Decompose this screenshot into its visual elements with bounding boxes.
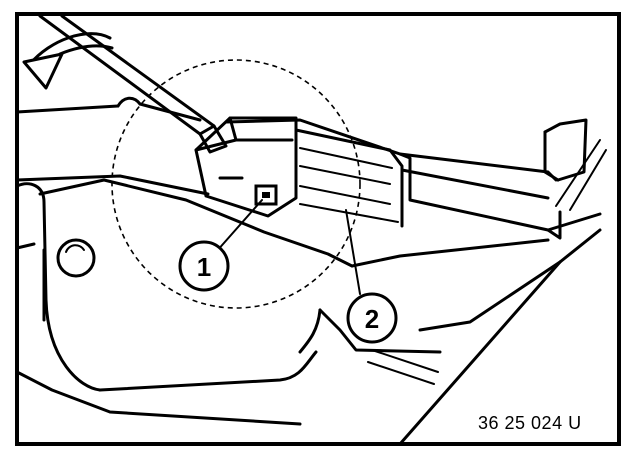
callout-2: 2 — [346, 292, 398, 344]
catch-square — [254, 184, 278, 206]
callout-2-leader — [345, 209, 361, 295]
lower-body — [15, 178, 602, 446]
figure-reference-code: 36 25 024 U — [478, 413, 582, 433]
upper-rail — [15, 96, 558, 196]
callout-1-label: 1 — [197, 252, 211, 282]
frame-border — [15, 12, 621, 446]
right-panel — [398, 118, 607, 240]
bolt-hole — [56, 238, 96, 278]
callout-2-label: 2 — [365, 304, 379, 334]
callout-1-leader — [215, 199, 263, 253]
screwdriver-tool — [38, 14, 228, 154]
callout-1: 1 — [178, 240, 230, 292]
detail-circle — [111, 59, 361, 309]
lock-housing — [194, 116, 404, 228]
